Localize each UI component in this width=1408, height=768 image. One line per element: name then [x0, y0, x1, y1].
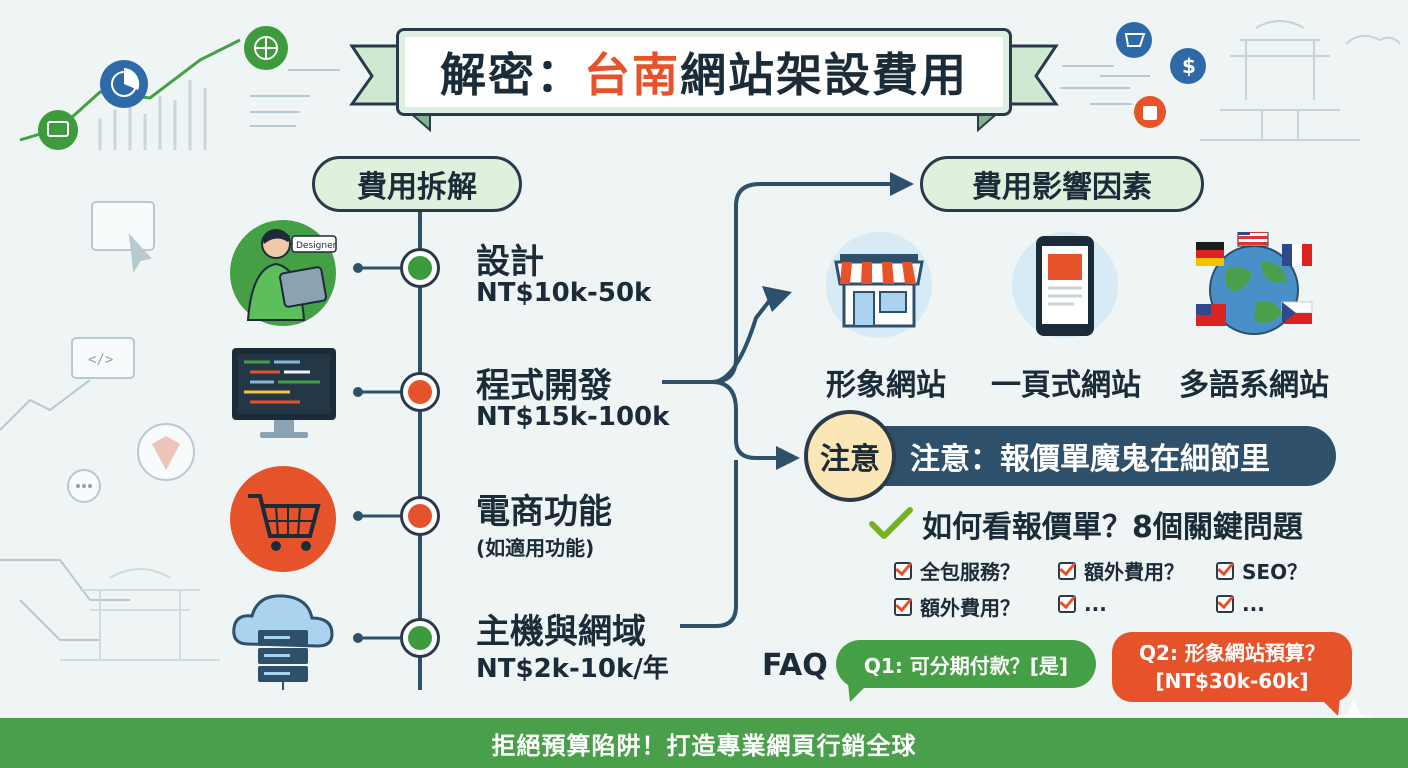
faq-q1-text: Q1: 可分期付款？[是] — [863, 653, 1069, 678]
mobile-phone-icon — [1012, 232, 1118, 338]
faq-label: FAQ — [762, 648, 828, 683]
bubble-tail — [848, 684, 868, 702]
checkbox-icon — [894, 561, 912, 580]
site-type-multilingual: 多語系網站 — [1179, 368, 1329, 403]
check-item: SEO？ — [1216, 556, 1307, 585]
quote-question-heading: 如何看報價單？8個關鍵問題 — [922, 510, 1303, 545]
check-item-label: ... — [1084, 592, 1107, 616]
faq-q2-line1: Q2: 形象網站預算？ — [1139, 641, 1325, 665]
shopping-cart-icon — [230, 466, 336, 572]
checkbox-icon — [1216, 595, 1234, 613]
timeline-node-design — [400, 248, 440, 288]
title-prefix: 解密： — [440, 48, 584, 102]
globe-flags-icon — [1194, 223, 1313, 338]
checkmark-icon — [869, 507, 913, 539]
flag-usa — [1237, 223, 1269, 247]
check-item-label: ... — [1242, 592, 1265, 616]
site-type-onepage: 一頁式網站 — [991, 368, 1141, 403]
storefront-icon — [826, 232, 932, 338]
checkbox-icon — [1058, 561, 1076, 580]
check-item: ... — [1058, 592, 1107, 616]
bubble-tail — [1320, 698, 1340, 716]
checkbox-icon — [894, 597, 912, 616]
cost-title-dev: 程式開發 — [476, 366, 612, 406]
growth-chart-icon — [19, 26, 340, 150]
site-type-brand: 形象網站 — [826, 368, 946, 403]
notice-bar: 注意：報價單魔鬼在細節里 — [844, 426, 1336, 486]
footer-banner: 拒絕預算陷阱！打造專業網頁行銷全球 — [0, 718, 1408, 768]
flag-france — [1282, 244, 1312, 266]
timeline-node-dev — [400, 372, 440, 412]
faq-q2-line2: [NT$30k-60k] — [1155, 669, 1309, 693]
svg-text:$: $ — [1182, 54, 1196, 78]
check-item-label: 額外費用？ — [920, 596, 1020, 620]
check-item-label: 全包服務？ — [920, 560, 1020, 584]
cost-title-ecommerce: 電商功能 — [476, 492, 612, 532]
check-item-label: 額外費用？ — [1084, 560, 1184, 584]
cost-value-hosting: NT$2k-10k/年 — [476, 654, 669, 684]
faq-q1-bubble: Q1: 可分期付款？[是] — [836, 640, 1096, 688]
checkbox-icon — [1216, 561, 1234, 580]
designer-tag: Designer — [296, 241, 337, 251]
cost-note-ecommerce: (如適用功能) — [476, 536, 595, 560]
cost-value-dev: NT$15k-100k — [476, 402, 670, 432]
check-item: 額外費用？ — [894, 592, 1020, 621]
footer-text: 拒絕預算陷阱！打造專業網頁行銷全球 — [491, 731, 917, 760]
designer-icon: Designer — [230, 220, 337, 326]
check-item: 全包服務？ — [894, 556, 1020, 585]
notice-badge: 注意 — [804, 410, 896, 502]
factors-heading: 費用影響因素 — [920, 156, 1204, 212]
cost-title-design: 設計 — [476, 242, 544, 282]
cost-title-hosting: 主機與網域 — [476, 612, 646, 652]
flag-taiwan — [1196, 304, 1226, 326]
cost-value-design: NT$10k-50k — [476, 278, 652, 308]
breakdown-heading: 費用拆解 — [312, 156, 522, 212]
checkbox-icon — [1058, 595, 1076, 613]
flag-czech — [1281, 301, 1313, 324]
check-item: 額外費用？ — [1058, 556, 1184, 585]
code-monitor-icon — [230, 346, 338, 446]
cloud-server-icon — [228, 588, 338, 696]
timeline-node-ecommerce — [400, 496, 440, 536]
flag-germany — [1194, 242, 1224, 266]
check-item: ... — [1216, 592, 1265, 616]
notice-text: 注意：報價單魔鬼在細節里 — [910, 442, 1270, 477]
title-suffix: 網站架設費用 — [680, 48, 968, 102]
check-item-label: SEO？ — [1242, 560, 1308, 584]
title-accent: 台南 — [584, 48, 680, 102]
svg-text:</>: </> — [88, 352, 113, 368]
faq-q2-bubble: Q2: 形象網站預算？ [NT$30k-60k] — [1112, 632, 1352, 702]
timeline-node-hosting — [400, 618, 440, 658]
page-title: 解密：台南網站架設費用 — [396, 28, 1012, 116]
